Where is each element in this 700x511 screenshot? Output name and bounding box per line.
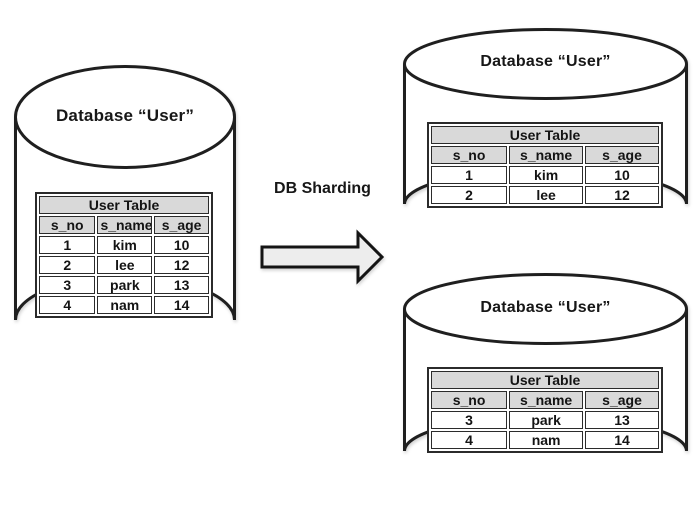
data-cell: 12 [154, 256, 209, 274]
data-cell: 2 [431, 186, 508, 204]
table-row: 2 lee 12 [431, 186, 659, 204]
data-cell: 3 [431, 411, 508, 429]
header-cell: s_no [431, 391, 508, 409]
table-title-cell: User Table [431, 126, 659, 144]
data-cell: kim [97, 236, 153, 254]
data-cell: 4 [39, 296, 96, 314]
header-cell: s_no [39, 216, 96, 234]
table-title-row: User Table [431, 371, 659, 389]
header-cell: s_no [431, 146, 508, 164]
table-title-cell: User Table [431, 371, 659, 389]
table-title-row: User Table [39, 196, 209, 214]
table-row: 2 lee 12 [39, 256, 209, 274]
table-title-row: User Table [431, 126, 659, 144]
data-cell: 13 [154, 276, 209, 294]
header-cell: s_name [97, 216, 153, 234]
data-cell: nam [97, 296, 153, 314]
table-row: 4 nam 14 [431, 431, 659, 449]
data-cell: 4 [431, 431, 508, 449]
data-cell: 12 [585, 186, 659, 204]
cylinder-top [403, 273, 688, 345]
right-arrow-icon [260, 229, 385, 285]
table-title-cell: User Table [39, 196, 209, 214]
source-database-cylinder: Database “User” User Table s_no s_name s… [14, 65, 236, 365]
header-cell: s_name [509, 391, 584, 409]
data-cell: 14 [585, 431, 659, 449]
arrow-shape [260, 229, 385, 285]
data-cell: 1 [39, 236, 96, 254]
header-cell: s_age [585, 391, 659, 409]
shard-database-1-title: Database “User” [480, 53, 611, 70]
table-header-row: s_no s_name s_age [39, 216, 209, 234]
shard-database-1-cylinder: Database “User” User Table s_no s_name s… [403, 28, 688, 240]
data-cell: 2 [39, 256, 96, 274]
shard-database-2-cylinder: Database “User” User Table s_no s_name s… [403, 273, 688, 487]
data-cell: 14 [154, 296, 209, 314]
data-cell: 10 [154, 236, 209, 254]
shard-1-user-table: User Table s_no s_name s_age 1 kim 10 2 … [427, 122, 663, 208]
table-row: 1 kim 10 [39, 236, 209, 254]
table-row: 3 park 13 [39, 276, 209, 294]
arrow-label: DB Sharding [274, 180, 371, 197]
table-header-row: s_no s_name s_age [431, 391, 659, 409]
table-row: 3 park 13 [431, 411, 659, 429]
cylinder-top [403, 28, 688, 100]
data-cell: 3 [39, 276, 96, 294]
table-row: 1 kim 10 [431, 166, 659, 184]
data-cell: 1 [431, 166, 508, 184]
data-cell: park [509, 411, 584, 429]
data-cell: 13 [585, 411, 659, 429]
header-cell: s_name [509, 146, 584, 164]
cylinder-top [14, 65, 236, 169]
source-database-title: Database “User” [55, 106, 195, 125]
data-cell: lee [97, 256, 153, 274]
source-user-table: User Table s_no s_name s_age 1 kim 10 2 … [35, 192, 213, 318]
shard-2-user-table: User Table s_no s_name s_age 3 park 13 4… [427, 367, 663, 453]
table-header-row: s_no s_name s_age [431, 146, 659, 164]
data-cell: nam [509, 431, 584, 449]
data-cell: 10 [585, 166, 659, 184]
data-cell: kim [509, 166, 584, 184]
data-cell: lee [509, 186, 584, 204]
table-row: 4 nam 14 [39, 296, 209, 314]
header-cell: s_age [585, 146, 659, 164]
shard-database-2-title: Database “User” [480, 299, 611, 316]
header-cell: s_age [154, 216, 209, 234]
data-cell: park [97, 276, 153, 294]
